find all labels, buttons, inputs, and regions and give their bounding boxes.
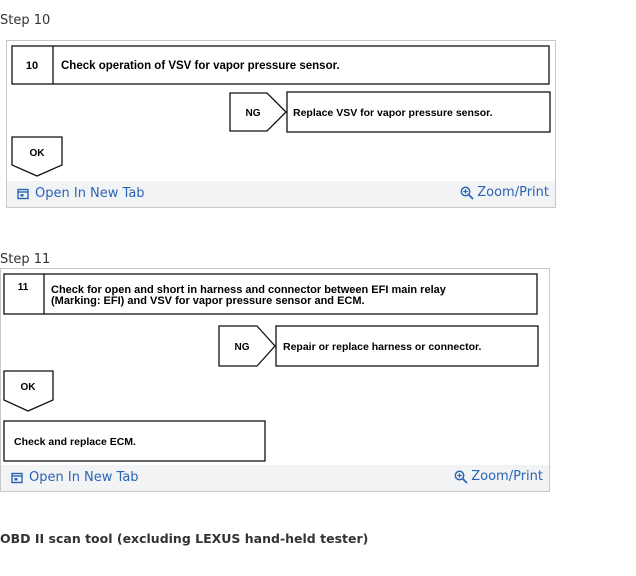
step-10-diagram: 10 Check operation of VSV for vapor pres… bbox=[7, 41, 555, 181]
step-11-ng-label: NG bbox=[235, 342, 250, 353]
step-11-check-text-line1: Check for open and short in harness and … bbox=[51, 284, 447, 296]
step-11-diagram: 11 Check for open and short in harness a… bbox=[1, 269, 549, 465]
step-11-toolbar: Open In New Tab Zoom/Print bbox=[1, 465, 549, 491]
step-10-ok-label: OK bbox=[30, 148, 46, 159]
step-11-ng-action-box bbox=[275, 325, 539, 367]
step-10-ng-arrow bbox=[229, 92, 287, 132]
step-10-open-in-new-tab-link[interactable]: Open In New Tab bbox=[17, 186, 145, 201]
step-11-zoom-print-link[interactable]: Zoom/Print bbox=[454, 469, 543, 484]
step-11-ok-shape bbox=[3, 370, 54, 412]
step-10-zoom-print-link[interactable]: Zoom/Print bbox=[460, 185, 549, 200]
zoom-in-icon bbox=[454, 470, 468, 484]
step-10-ng-action-box bbox=[286, 91, 551, 133]
open-in-new-tab-icon bbox=[11, 472, 23, 483]
step-11-open-in-new-tab-link[interactable]: Open In New Tab bbox=[11, 470, 139, 485]
zoom-in-icon bbox=[460, 186, 474, 200]
open-in-new-tab-icon bbox=[17, 188, 29, 199]
open-in-new-tab-label: Open In New Tab bbox=[29, 470, 139, 485]
step-10-check-text: Check operation of VSV for vapor pressur… bbox=[61, 60, 340, 72]
step-11-ok-label: OK bbox=[21, 382, 37, 393]
step-11-check-text-line2: (Marking: EFI) and VSV for vapor pressur… bbox=[51, 295, 365, 307]
step-11-final-action: Check and replace ECM. bbox=[14, 436, 136, 448]
step-10-ng-label: NG bbox=[246, 108, 261, 119]
step-11-ng-action: Repair or replace harness or connector. bbox=[283, 341, 481, 353]
step-11-final-action-box bbox=[3, 420, 266, 462]
step-10-ok-shape bbox=[11, 136, 63, 177]
step-10-label: Step 10 bbox=[0, 13, 51, 28]
open-in-new-tab-label: Open In New Tab bbox=[35, 186, 145, 201]
scan-tool-heading: OBD II scan tool (excluding LEXUS hand-h… bbox=[0, 531, 369, 546]
step-10-number: 10 bbox=[26, 60, 38, 72]
step-11-ng-arrow bbox=[218, 325, 276, 367]
zoom-print-label: Zoom/Print bbox=[477, 185, 549, 200]
step-10-panel: 10 Check operation of VSV for vapor pres… bbox=[6, 40, 556, 208]
step-11-panel: 11 Check for open and short in harness a… bbox=[0, 268, 550, 492]
zoom-print-label: Zoom/Print bbox=[471, 469, 543, 484]
step-10-toolbar: Open In New Tab Zoom/Print bbox=[7, 181, 555, 207]
step-11-number: 11 bbox=[18, 282, 29, 293]
step-11-label: Step 11 bbox=[0, 252, 51, 267]
step-11-check-box bbox=[3, 273, 538, 315]
step-11-flowchart: 11 Check for open and short in harness a… bbox=[3, 273, 539, 462]
step-10-ng-action: Replace VSV for vapor pressure sensor. bbox=[293, 107, 493, 119]
step-10-check-box bbox=[11, 45, 550, 85]
step-10-flowchart: 10 Check operation of VSV for vapor pres… bbox=[11, 45, 551, 177]
